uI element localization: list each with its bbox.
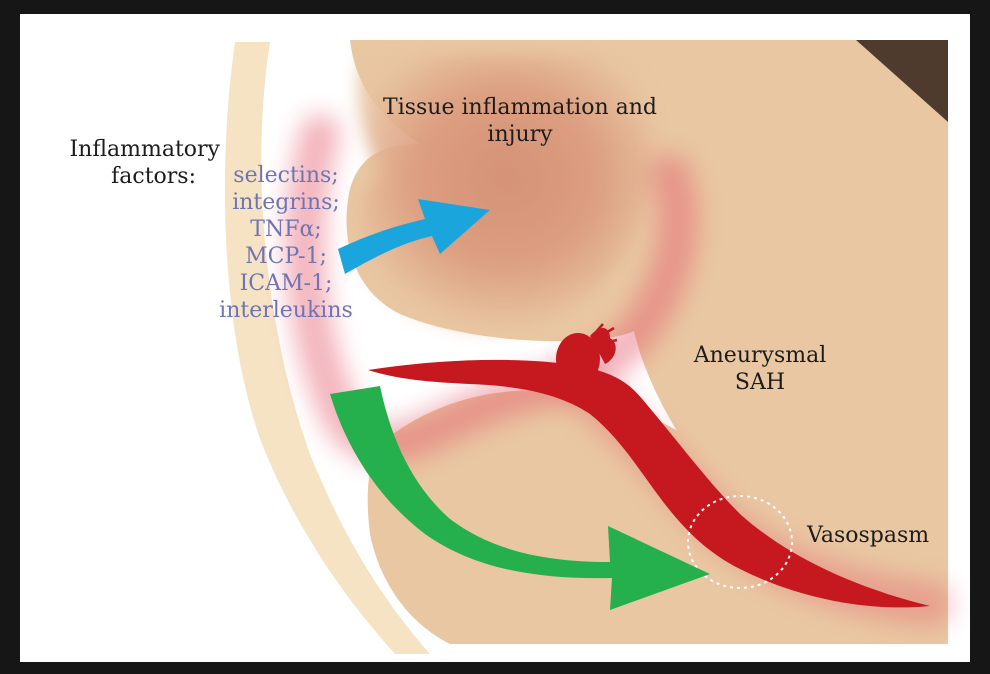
vasospasm-label: Vasospasm — [807, 522, 929, 549]
tissue-label-line-1: Tissue inflammation and — [355, 94, 685, 121]
inflammatory-factors-line-2: factors: — [50, 163, 220, 190]
factor-tnf: TNFα; — [206, 216, 366, 243]
tissue-inflammation-label: Tissue inflammation and injury — [355, 94, 685, 148]
tissue-label-line-2: injury — [355, 121, 685, 148]
aneurysm-label-line-1: Aneurysmal — [680, 342, 840, 369]
aneurysm-label-line-2: SAH — [680, 369, 840, 396]
factor-mcp1: MCP-1; — [206, 243, 366, 270]
factor-icam1: ICAM-1; — [206, 270, 366, 297]
factor-integrins: integrins; — [206, 189, 366, 216]
diagram-canvas: Inflammatory factors: selectins; integri… — [20, 14, 970, 662]
factor-selectins: selectins; — [206, 162, 366, 189]
factor-interleukins: interleukins — [206, 297, 366, 324]
inflammatory-factors-line-1: Inflammatory — [50, 136, 220, 163]
inflammatory-factors-label: Inflammatory factors: — [50, 136, 220, 190]
factor-list: selectins; integrins; TNFα; MCP-1; ICAM-… — [206, 162, 366, 324]
aneurysmal-sah-label: Aneurysmal SAH — [680, 342, 840, 396]
